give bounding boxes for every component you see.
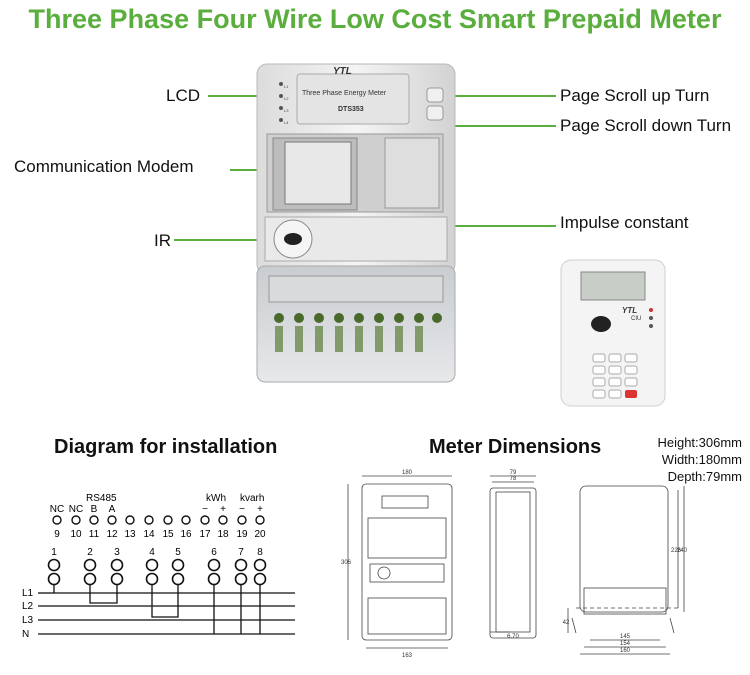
terminal-bottom-number: 6: [211, 547, 217, 558]
back-dim-label: 154: [620, 641, 631, 647]
dimensions-heading: Meter Dimensions: [429, 436, 602, 458]
back-dim-right-label: 226: [671, 548, 682, 554]
rs485-label: RS485: [86, 493, 117, 504]
terminal-top-number: 12: [106, 529, 118, 540]
side-bottom-label: 6.70: [507, 634, 519, 640]
meter-lcd-text: Three Phase Energy Meter: [302, 90, 387, 97]
keypad-meter-photo: [560, 259, 666, 407]
side-depth-label-2: 78: [510, 476, 517, 482]
dimension-drawings: 180 306 163 79 78 6.70 145 154 160 42 22…: [341, 470, 688, 659]
terminal-top-number: 17: [199, 529, 211, 540]
terminal-top-label: −: [202, 504, 208, 515]
installation-diagram: RS485 kWh kvarh NC NC B A − + − + 9 10 1…: [22, 493, 295, 640]
callout-page-scroll-up: Page Scroll up Turn: [560, 86, 710, 105]
front-height-label: 306: [341, 560, 352, 566]
callout-impulse-constant: Impulse constant: [560, 213, 689, 232]
terminal-top-label: −: [239, 504, 245, 515]
terminal-top-number: 14: [143, 529, 155, 540]
installation-heading: Diagram for installation: [54, 436, 278, 458]
callout-communication-modem: Communication Modem: [14, 157, 194, 176]
line-label: L2: [22, 601, 34, 612]
terminal-bottom-number: 7: [238, 547, 244, 558]
terminal-bottom-number: 2: [87, 547, 93, 558]
terminal-bottom-number: 3: [114, 547, 120, 558]
front-width-label: 180: [402, 470, 413, 476]
terminal-bottom-number: 5: [175, 547, 181, 558]
terminal-bottom-number: 1: [51, 547, 57, 558]
terminal-top-label: B: [91, 504, 98, 515]
terminal-top-number: 13: [124, 529, 136, 540]
meter-indicator-labels: L1 L2 L3 L4: [284, 81, 288, 129]
indicator-label: L3: [284, 108, 289, 113]
terminal-top-label: A: [109, 504, 116, 515]
kvarh-label: kvarh: [240, 493, 264, 504]
back-dim-label: 160: [620, 648, 631, 654]
back-dim-label: 145: [620, 634, 631, 640]
terminal-top-label: +: [220, 504, 226, 515]
terminal-top-number: 15: [162, 529, 174, 540]
callout-page-scroll-down: Page Scroll down Turn: [560, 116, 732, 135]
terminal-top-number: 16: [180, 529, 192, 540]
meter-model: DTS353: [338, 106, 364, 113]
terminal-top-label: NC: [50, 504, 64, 515]
terminal-top-number: 11: [89, 529, 100, 540]
page-title: Three Phase Four Wire Low Cost Smart Pre…: [28, 4, 722, 34]
line-label: L3: [22, 615, 34, 626]
callout-lcd: LCD: [166, 86, 201, 105]
meter-photo: [256, 63, 456, 383]
back-dim-left-label: 42: [563, 620, 570, 626]
keypad-meter-label: CIU: [631, 316, 642, 322]
callout-ir: IR: [154, 231, 171, 250]
terminal-top-number: 19: [236, 529, 248, 540]
width-value: Width:180mm: [661, 452, 742, 467]
kwh-label: kWh: [206, 493, 226, 504]
meter-brand: YTL: [333, 66, 352, 77]
indicator-label: L2: [284, 96, 289, 101]
depth-value: Depth:79mm: [667, 469, 742, 484]
line-label: N: [22, 629, 29, 640]
height-value: Height:306mm: [657, 435, 742, 450]
terminal-top-number: 20: [254, 529, 266, 540]
indicator-label: L4: [284, 120, 289, 125]
bottom-width-label: 163: [402, 653, 413, 659]
back-dim-right-label-2: 240: [677, 548, 688, 554]
indicator-label: L1: [284, 84, 289, 89]
terminal-top-number: 9: [54, 529, 60, 540]
terminal-top-label: NC: [69, 504, 83, 515]
terminal-top-number: 18: [217, 529, 229, 540]
side-depth-label: 79: [510, 470, 517, 476]
terminal-top-number: 10: [70, 529, 82, 540]
keypad-meter-brand: YTL: [622, 306, 638, 315]
line-label: L1: [22, 588, 34, 599]
terminal-top-label: +: [257, 504, 263, 515]
terminal-bottom-number: 8: [257, 547, 263, 558]
dimension-summary: Height:306mm Width:180mm Depth:79mm: [657, 434, 742, 485]
terminal-bottom-number: 4: [149, 547, 155, 558]
